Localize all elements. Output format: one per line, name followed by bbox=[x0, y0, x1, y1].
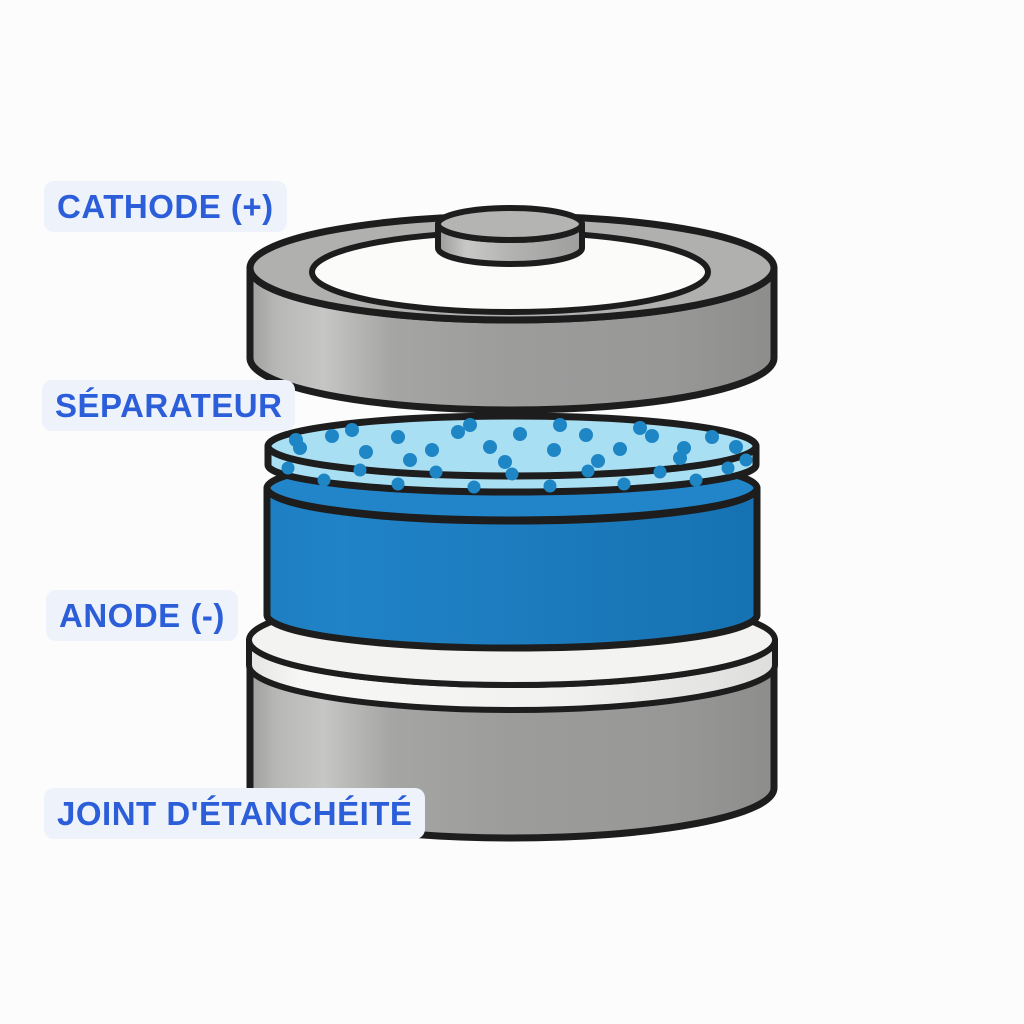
cathode-cap-graphic bbox=[246, 205, 778, 414]
label-separator: SÉPARATEUR bbox=[42, 380, 296, 431]
separator-dots-pattern bbox=[281, 418, 753, 494]
label-anode: ANODE (-) bbox=[46, 590, 238, 641]
terminal-button-graphic bbox=[435, 205, 585, 267]
label-cathode: CATHODE (+) bbox=[44, 181, 287, 232]
separator-disc-graphic bbox=[264, 412, 760, 496]
label-seal: JOINT D'ÉTANCHÉITÉ bbox=[44, 788, 426, 839]
